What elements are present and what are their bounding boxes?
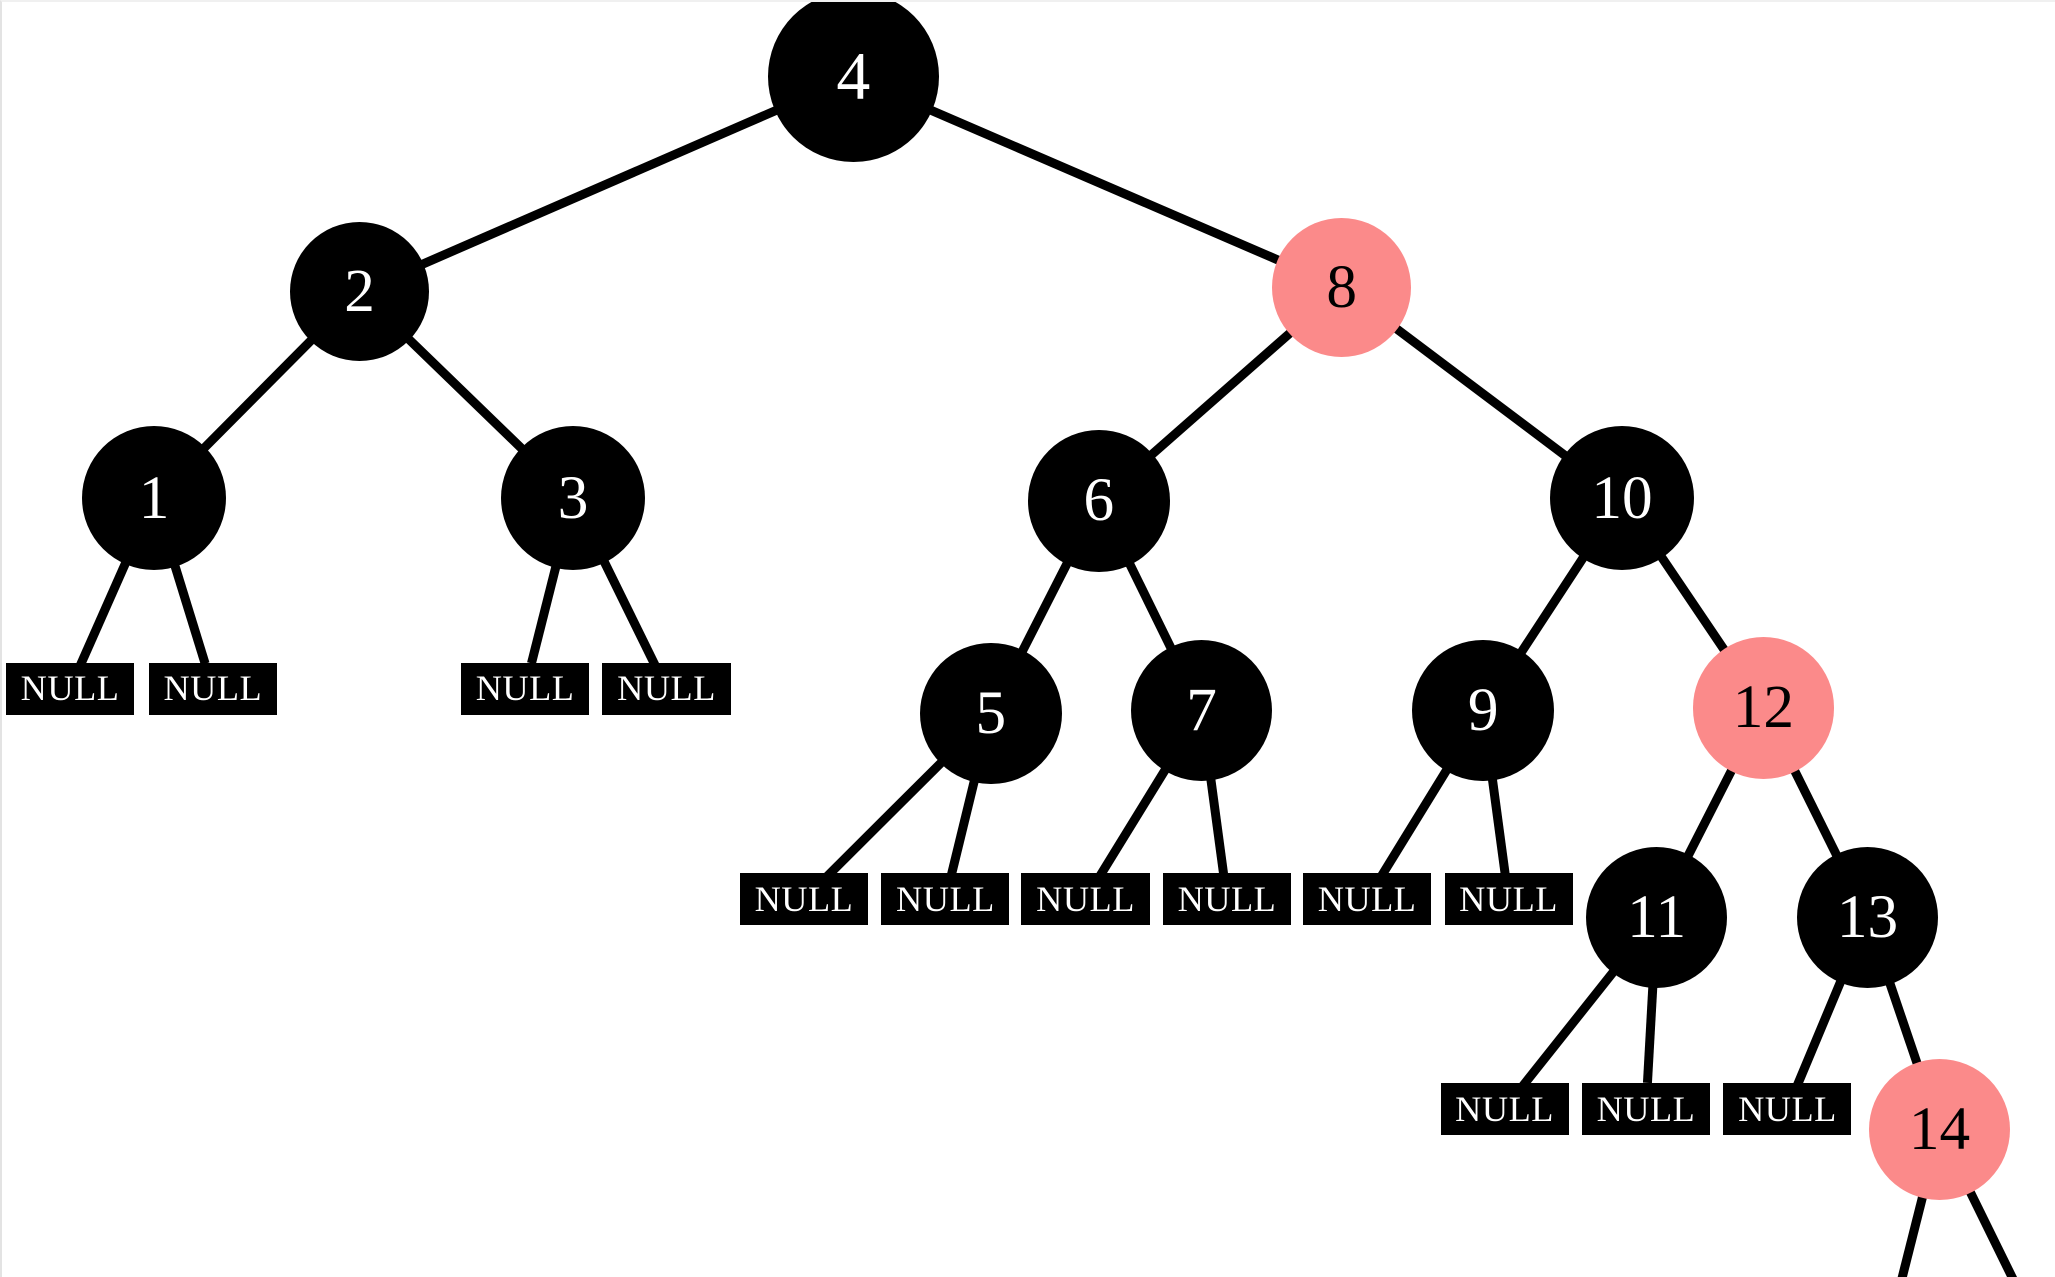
tree-nil-leaf: NULL (1723, 1082, 1852, 1135)
tree-edge (81, 559, 128, 665)
tree-node-label: 4 (836, 38, 871, 114)
tree-node-10[interactable]: 10 (1549, 426, 1695, 571)
tree-edge (1968, 1188, 2021, 1277)
tree-node-11[interactable]: 11 (1585, 846, 1728, 989)
tree-nil-label: NULL (1459, 879, 1558, 920)
tree-nil-leaf: NULL (739, 873, 869, 926)
tree-nil-leaf: NULL (881, 873, 1010, 926)
tree-node-label: 13 (1836, 882, 1899, 951)
tree-edge (1210, 775, 1223, 874)
tree-node-label: 14 (1908, 1094, 1971, 1163)
tree-edge (1381, 766, 1449, 877)
tree-node-4[interactable]: 4 (767, 2, 939, 163)
tree-node-9[interactable]: 9 (1412, 639, 1554, 782)
tree-node-6[interactable]: 6 (1028, 430, 1170, 572)
tree-nil-label: NULL (754, 879, 854, 920)
tree-node-12[interactable]: 12 (1692, 637, 1835, 779)
tree-edge (952, 776, 976, 874)
tree-node-1[interactable]: 1 (82, 426, 227, 571)
tree-nil-label: NULL (1317, 879, 1417, 920)
tree-nil-leaf: NULL (1303, 873, 1432, 926)
tree-node-label: 1 (138, 463, 170, 532)
tree-node-label: 8 (1326, 252, 1358, 321)
tree-nil-leaf: NULL (1444, 873, 1573, 926)
tree-edge (1797, 977, 1842, 1084)
tree-node-5[interactable]: 5 (920, 642, 1062, 784)
tree-edge (1888, 979, 1918, 1068)
tree-node-label: 7 (1186, 675, 1217, 744)
tree-nil-leaf: NULL (602, 662, 731, 715)
tree-edge (1128, 559, 1173, 652)
tree-edge (1148, 330, 1294, 458)
tree-node-label: 11 (1627, 882, 1687, 951)
tree-edge (1393, 326, 1569, 459)
tree-node-label: 9 (1467, 675, 1499, 744)
tree-node-label: 3 (557, 463, 589, 532)
tree-nil-label: NULL (1455, 1088, 1554, 1129)
tree-edge (531, 563, 556, 664)
tree-nil-leaf: NULL (1581, 1082, 1711, 1135)
tree-nil-label: NULL (1596, 1088, 1696, 1129)
tree-nil-leaf: NULL (1162, 873, 1292, 926)
tree-edge (1521, 968, 1616, 1088)
tree-edge (1686, 766, 1734, 860)
tree-edge (925, 108, 1283, 262)
tree-edge (822, 759, 944, 881)
tree-edge (201, 337, 315, 452)
tree-nil-leaf: NULL (461, 662, 590, 715)
tree-nil-leaf: NULL (148, 662, 277, 715)
tree-node-3[interactable]: 3 (501, 426, 646, 571)
tree-node-label: 5 (975, 678, 1007, 747)
tree-edge (1792, 766, 1838, 859)
tree-nil-label: NULL (163, 668, 263, 709)
tree-nil-label: NULL (1036, 879, 1135, 920)
tree-edge (1647, 982, 1653, 1083)
tree-node-label: 2 (344, 256, 375, 325)
tree-node-label: 10 (1591, 463, 1653, 532)
tree-edge (1020, 559, 1069, 655)
tree-edge (1099, 766, 1167, 877)
tree-nil-label: NULL (617, 668, 716, 709)
tree-node-label: 12 (1732, 673, 1795, 742)
tree-nil-label: NULL (475, 668, 575, 709)
tree-nil-leaf: NULL (1021, 873, 1150, 926)
tree-nil-leaf: NULL (6, 662, 135, 715)
tree-edge (1659, 553, 1727, 654)
tree-node-2[interactable]: 2 (290, 222, 429, 361)
tree-edge (1492, 775, 1505, 874)
tree-edge (1898, 1193, 1924, 1277)
tree-edge (174, 562, 205, 664)
tree-nil-label: NULL (20, 668, 120, 709)
tree-nil-label: NULL (896, 879, 995, 920)
tree-edge (418, 108, 781, 266)
tree-nil-leaf: NULL (1440, 1082, 1569, 1135)
tree-edge (405, 336, 525, 452)
tree-node-8[interactable]: 8 (1272, 218, 1412, 357)
tree-node-7[interactable]: 7 (1130, 639, 1273, 782)
tree-edge (1519, 554, 1586, 656)
tree-nil-label: NULL (1177, 879, 1277, 920)
tree-node-14[interactable]: 14 (1868, 1058, 2011, 1201)
tree-node-label: 6 (1083, 466, 1115, 535)
tree-node-13[interactable]: 13 (1796, 846, 1939, 989)
tree-nil-label: NULL (1738, 1088, 1837, 1129)
tree-edge (602, 558, 655, 665)
